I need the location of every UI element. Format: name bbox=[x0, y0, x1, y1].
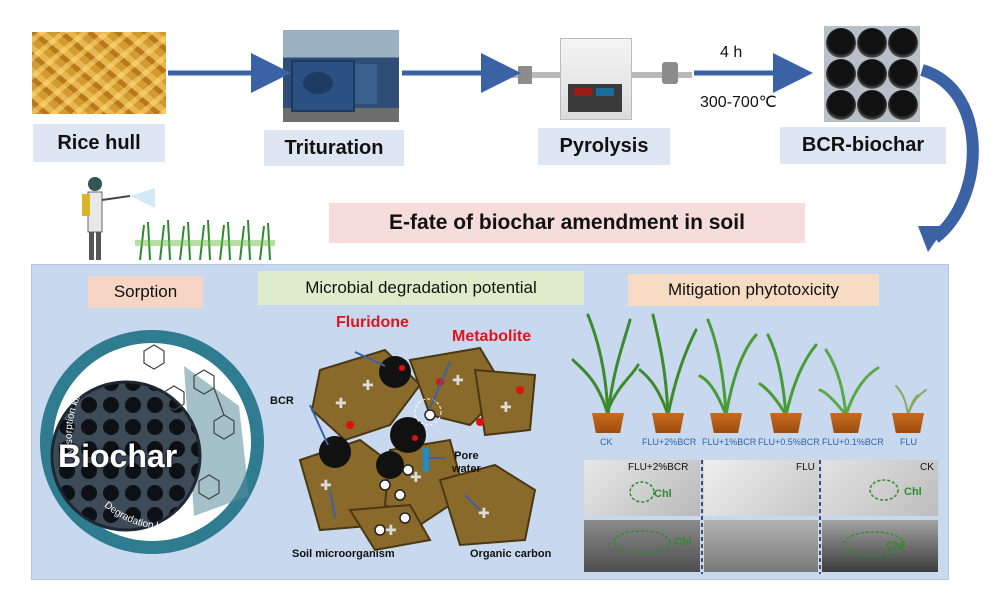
tem-annotations bbox=[613, 460, 905, 574]
pyrolysis-label: Pyrolysis bbox=[538, 128, 670, 165]
sorption-diagram: Adsorption kinetics Degradation kinetics bbox=[40, 330, 264, 554]
arrow-biochar-to-soil bbox=[919, 64, 979, 243]
microbial-diagram: ✚ ✚ ✚ ✚ ✚ ✚ ✚ ✚ bbox=[298, 346, 537, 552]
tem-flu-bottom bbox=[704, 520, 818, 572]
svg-text:✚: ✚ bbox=[478, 505, 490, 521]
rice-hull-label: Rice hull bbox=[33, 124, 165, 162]
plant-label-2bcr: FLU+2%BCR bbox=[642, 437, 697, 447]
tem-label-flu-2bcr: FLU+2%BCR bbox=[628, 462, 689, 473]
rice-hull-photo bbox=[32, 32, 166, 114]
pot-ck bbox=[592, 413, 624, 433]
svg-text:✚: ✚ bbox=[320, 477, 332, 493]
plant-05bcr bbox=[758, 333, 818, 417]
plant-row bbox=[571, 313, 927, 417]
svg-text:✚: ✚ bbox=[335, 395, 347, 411]
plant-flu bbox=[895, 385, 927, 416]
svg-text:✚: ✚ bbox=[452, 372, 464, 388]
svg-text:✚: ✚ bbox=[362, 377, 374, 393]
plant-01bcr bbox=[818, 348, 880, 417]
tem-flu-2bcr-bottom bbox=[584, 520, 700, 572]
svg-text:✚: ✚ bbox=[500, 399, 512, 415]
tem-flu-2bcr-top bbox=[584, 460, 700, 516]
plant-1bcr bbox=[698, 318, 758, 417]
pot-2bcr bbox=[652, 413, 684, 433]
pot-flu bbox=[892, 413, 924, 433]
organic-carbon-label: Organic carbon bbox=[470, 548, 552, 560]
chl-label-2: Chl bbox=[904, 486, 922, 498]
chl-label-1: Chl bbox=[654, 488, 672, 500]
trituration-label: Trituration bbox=[264, 130, 404, 166]
plant-label-05bcr: FLU+0.5%BCR bbox=[758, 437, 820, 447]
bcr-biochar-label: BCR-biochar bbox=[780, 127, 946, 164]
pot-1bcr bbox=[710, 413, 742, 433]
plant-label-ck: CK bbox=[600, 437, 613, 447]
microbial-title: Microbial degradation potential bbox=[258, 271, 584, 305]
chl-label-3: Chl bbox=[674, 536, 692, 548]
pot-05bcr bbox=[770, 413, 802, 433]
plant-label-flu: FLU bbox=[900, 437, 918, 447]
soil-microorganism-label: Soil microorganism bbox=[292, 548, 395, 560]
pyrolysis-temperature: 300-700℃ bbox=[700, 94, 777, 111]
process-arrows bbox=[168, 53, 979, 252]
tem-flu-top bbox=[704, 460, 818, 516]
trituration-photo bbox=[283, 30, 399, 122]
metabolite-label: Metabolite bbox=[452, 328, 532, 345]
pyrolysis-time: 4 h bbox=[720, 44, 743, 61]
pot-01bcr bbox=[830, 413, 862, 433]
plant-label-01bcr: FLU+0.1%BCR bbox=[822, 437, 884, 447]
svg-text:✚: ✚ bbox=[385, 522, 397, 538]
bcr-biochar-photo bbox=[824, 26, 920, 122]
pore-water-label: Pore water bbox=[452, 450, 481, 475]
phyto-title: Mitigation phytotoxicity bbox=[628, 274, 879, 306]
biochar-label: Biochar bbox=[58, 438, 178, 474]
center-title: E-fate of biochar amendment in soil bbox=[329, 203, 805, 243]
plant-ck bbox=[571, 313, 640, 417]
farmer-spraying-illustration bbox=[82, 177, 275, 261]
plant-2bcr bbox=[638, 313, 698, 417]
sorption-title: Sorption bbox=[88, 276, 203, 308]
bcr-label: BCR bbox=[270, 395, 294, 407]
tem-ck-bottom bbox=[822, 520, 938, 572]
plant-label-1bcr: FLU+1%BCR bbox=[702, 437, 757, 447]
tem-label-flu: FLU bbox=[796, 462, 815, 473]
svg-text:✚: ✚ bbox=[410, 469, 422, 485]
tem-ck-top bbox=[822, 460, 938, 516]
pyrolysis-furnace-photo bbox=[512, 28, 692, 120]
fluridone-label: Fluridone bbox=[336, 314, 409, 331]
chl-label-4: Chl bbox=[886, 540, 904, 552]
tem-label-ck: CK bbox=[920, 462, 934, 473]
